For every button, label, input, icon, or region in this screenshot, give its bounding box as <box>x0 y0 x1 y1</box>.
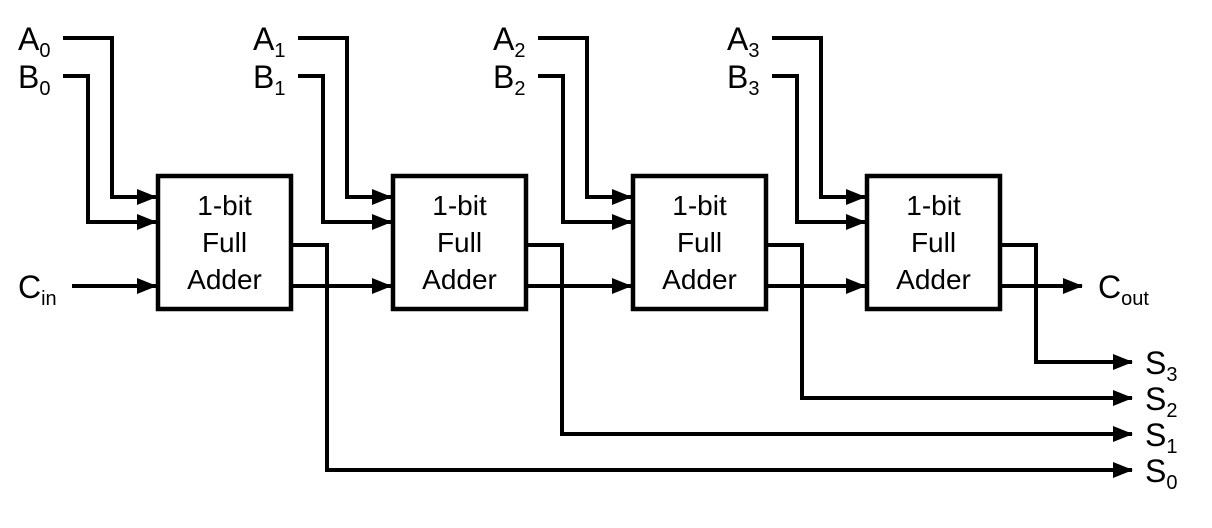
input-a1-wire <box>298 36 392 205</box>
input-a2-wire <box>538 36 632 205</box>
full-adder-3-box <box>630 173 769 312</box>
sum-s2-label: S2 <box>1145 381 1177 422</box>
sum-s2-wire <box>766 243 1133 406</box>
input-b2-label: B2 <box>493 59 525 100</box>
input-a3-wire <box>772 36 866 205</box>
full-adder-1-box <box>155 173 294 312</box>
input-a3-label: A3 <box>727 21 759 62</box>
input-b1-wire <box>298 74 392 230</box>
input-b2-wire <box>538 74 632 230</box>
input-a0-wire <box>63 36 157 205</box>
input-b0-label: B0 <box>18 59 50 100</box>
full-adder-4-box <box>864 173 1003 312</box>
sum-s1-wire <box>526 243 1133 442</box>
sum-s0-wire <box>291 243 1133 478</box>
input-b1-label: B1 <box>253 59 285 100</box>
input-b3-label: B3 <box>727 59 759 100</box>
sum-s3-label: S3 <box>1145 345 1177 386</box>
carry-out-label: Cout <box>1098 269 1149 310</box>
input-a0-label: A0 <box>18 21 50 62</box>
input-a2-label: A2 <box>493 21 525 62</box>
input-b3-wire <box>772 74 866 230</box>
input-b0-wire <box>63 74 157 230</box>
carry-in-label: Cin <box>18 269 57 310</box>
full-adder-2-box <box>390 173 529 312</box>
sum-s1-label: S1 <box>1145 417 1177 458</box>
input-a1-label: A1 <box>253 21 285 62</box>
sum-s0-label: S0 <box>1145 453 1177 494</box>
sum-s3-wire <box>1000 243 1133 370</box>
